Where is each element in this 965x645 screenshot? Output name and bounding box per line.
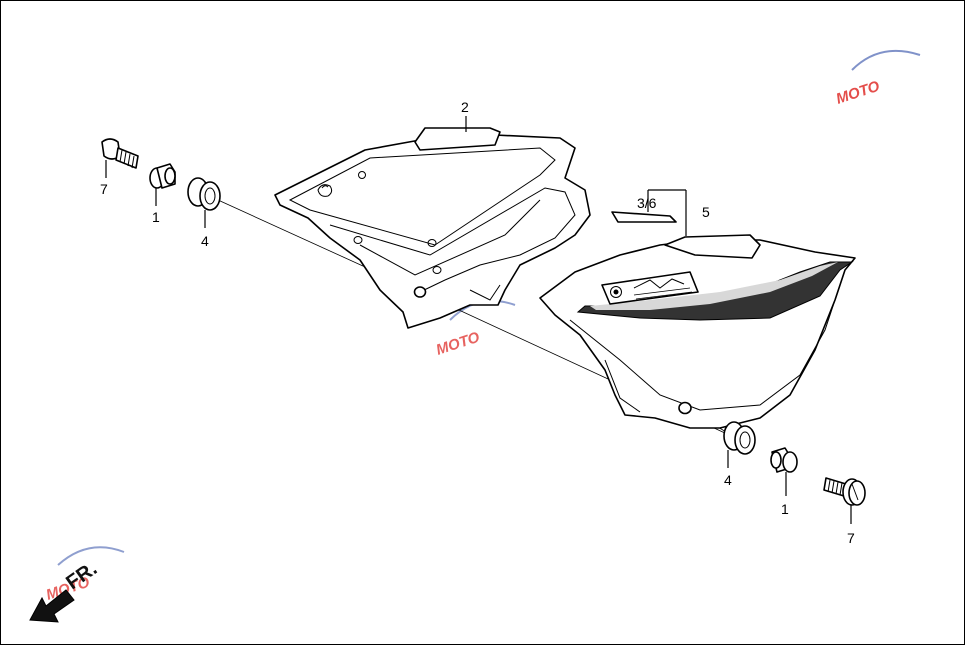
- left-grommet: [187, 177, 221, 211]
- right-bolt: [823, 477, 866, 506]
- callout-right-grommet: 4: [724, 472, 732, 488]
- callout-right-collar: 1: [781, 501, 789, 517]
- callout-left-grommet: 4: [201, 233, 209, 249]
- callout-left-collar: 1: [152, 209, 160, 225]
- left-side-cover: [274, 127, 591, 329]
- callout-right-bolt: 7: [847, 530, 855, 546]
- emblem-bracket: [611, 189, 687, 236]
- left-bolt: [101, 138, 139, 169]
- callout-left-bolt: 7: [100, 181, 108, 197]
- right-grommet: [723, 421, 756, 455]
- left-collar: [149, 163, 176, 189]
- callout-right-cover: 5: [702, 204, 710, 220]
- callout-left-cover: 2: [461, 99, 469, 115]
- callout-emblem: 3/6: [637, 195, 657, 211]
- right-side-cover: [539, 234, 856, 429]
- right-collar: [770, 447, 798, 473]
